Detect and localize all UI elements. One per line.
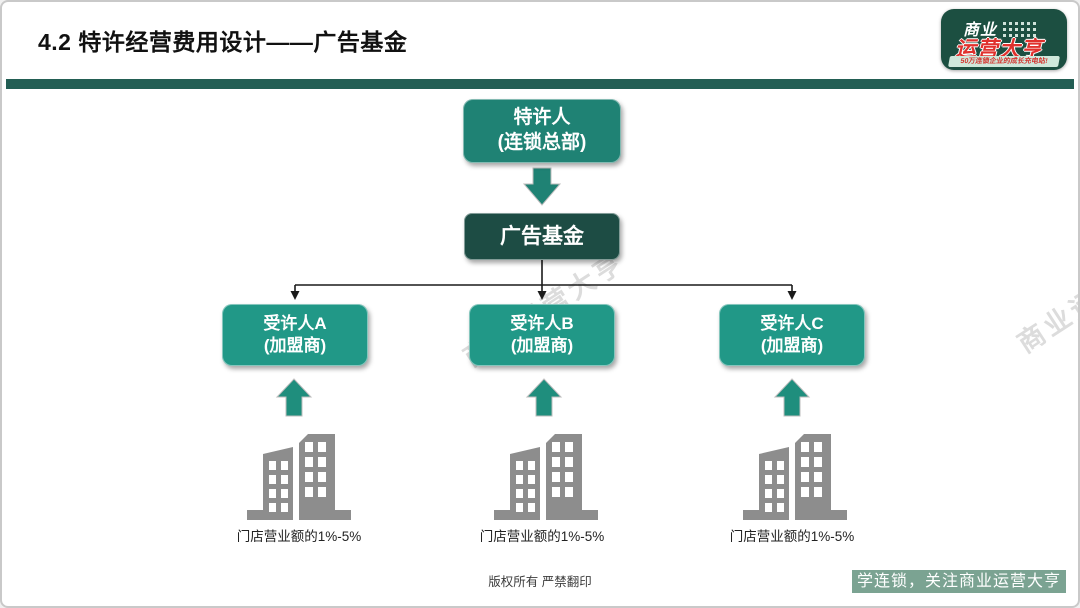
watermark-text: 商业运营大亨 — [1012, 232, 1080, 359]
ad-fund-node: 广告基金 — [464, 213, 620, 260]
licensee-c-line1: 受许人C — [760, 313, 824, 333]
licensee-b-line1: 受许人B — [510, 313, 574, 333]
licensee-a-line2: (加盟商) — [263, 336, 327, 355]
brand-logo: 商业 运营大亨 50万连锁企业的成长充电站! — [941, 9, 1067, 70]
licensee-a-line1: 受许人A — [263, 313, 327, 333]
store-note-a: 门店营业额的1%-5% — [236, 529, 362, 544]
franchisor-label-line2: (连锁总部) — [497, 132, 587, 153]
licensee-b-node: 受许人B (加盟商) — [469, 304, 615, 366]
footer-banner: 学连锁，关注商业运营大亨 — [852, 570, 1066, 593]
franchisor-node: 特许人 (连锁总部) — [463, 99, 621, 163]
licensee-c-line2: (加盟商) — [760, 336, 824, 355]
down-arrow-icon — [522, 167, 562, 206]
licensee-b-line2: (加盟商) — [510, 336, 574, 355]
logo-text-line2: 运营大亨 — [955, 38, 1043, 61]
store-note-b: 门店营业额的1%-5% — [479, 529, 605, 544]
franchisor-label-line1: 特许人 — [513, 107, 571, 129]
store-note-c: 门店营业额的1%-5% — [729, 529, 855, 544]
logo-text-line1: 商业 — [963, 22, 998, 39]
licensee-a-node: 受许人A (加盟商) — [222, 304, 368, 366]
logo-dots-decoration — [1003, 22, 1038, 37]
page-title: 4.2 特许经营费用设计——广告基金 — [38, 29, 408, 55]
ad-fund-label: 广告基金 — [500, 224, 584, 248]
licensee-c-node: 受许人C (加盟商) — [719, 304, 865, 366]
logo-tagline: 50万连锁企业的成长充电站! — [948, 56, 1060, 67]
header-divider-bar — [6, 79, 1074, 89]
copyright-text: 版权所有 严禁翻印 — [488, 575, 592, 589]
